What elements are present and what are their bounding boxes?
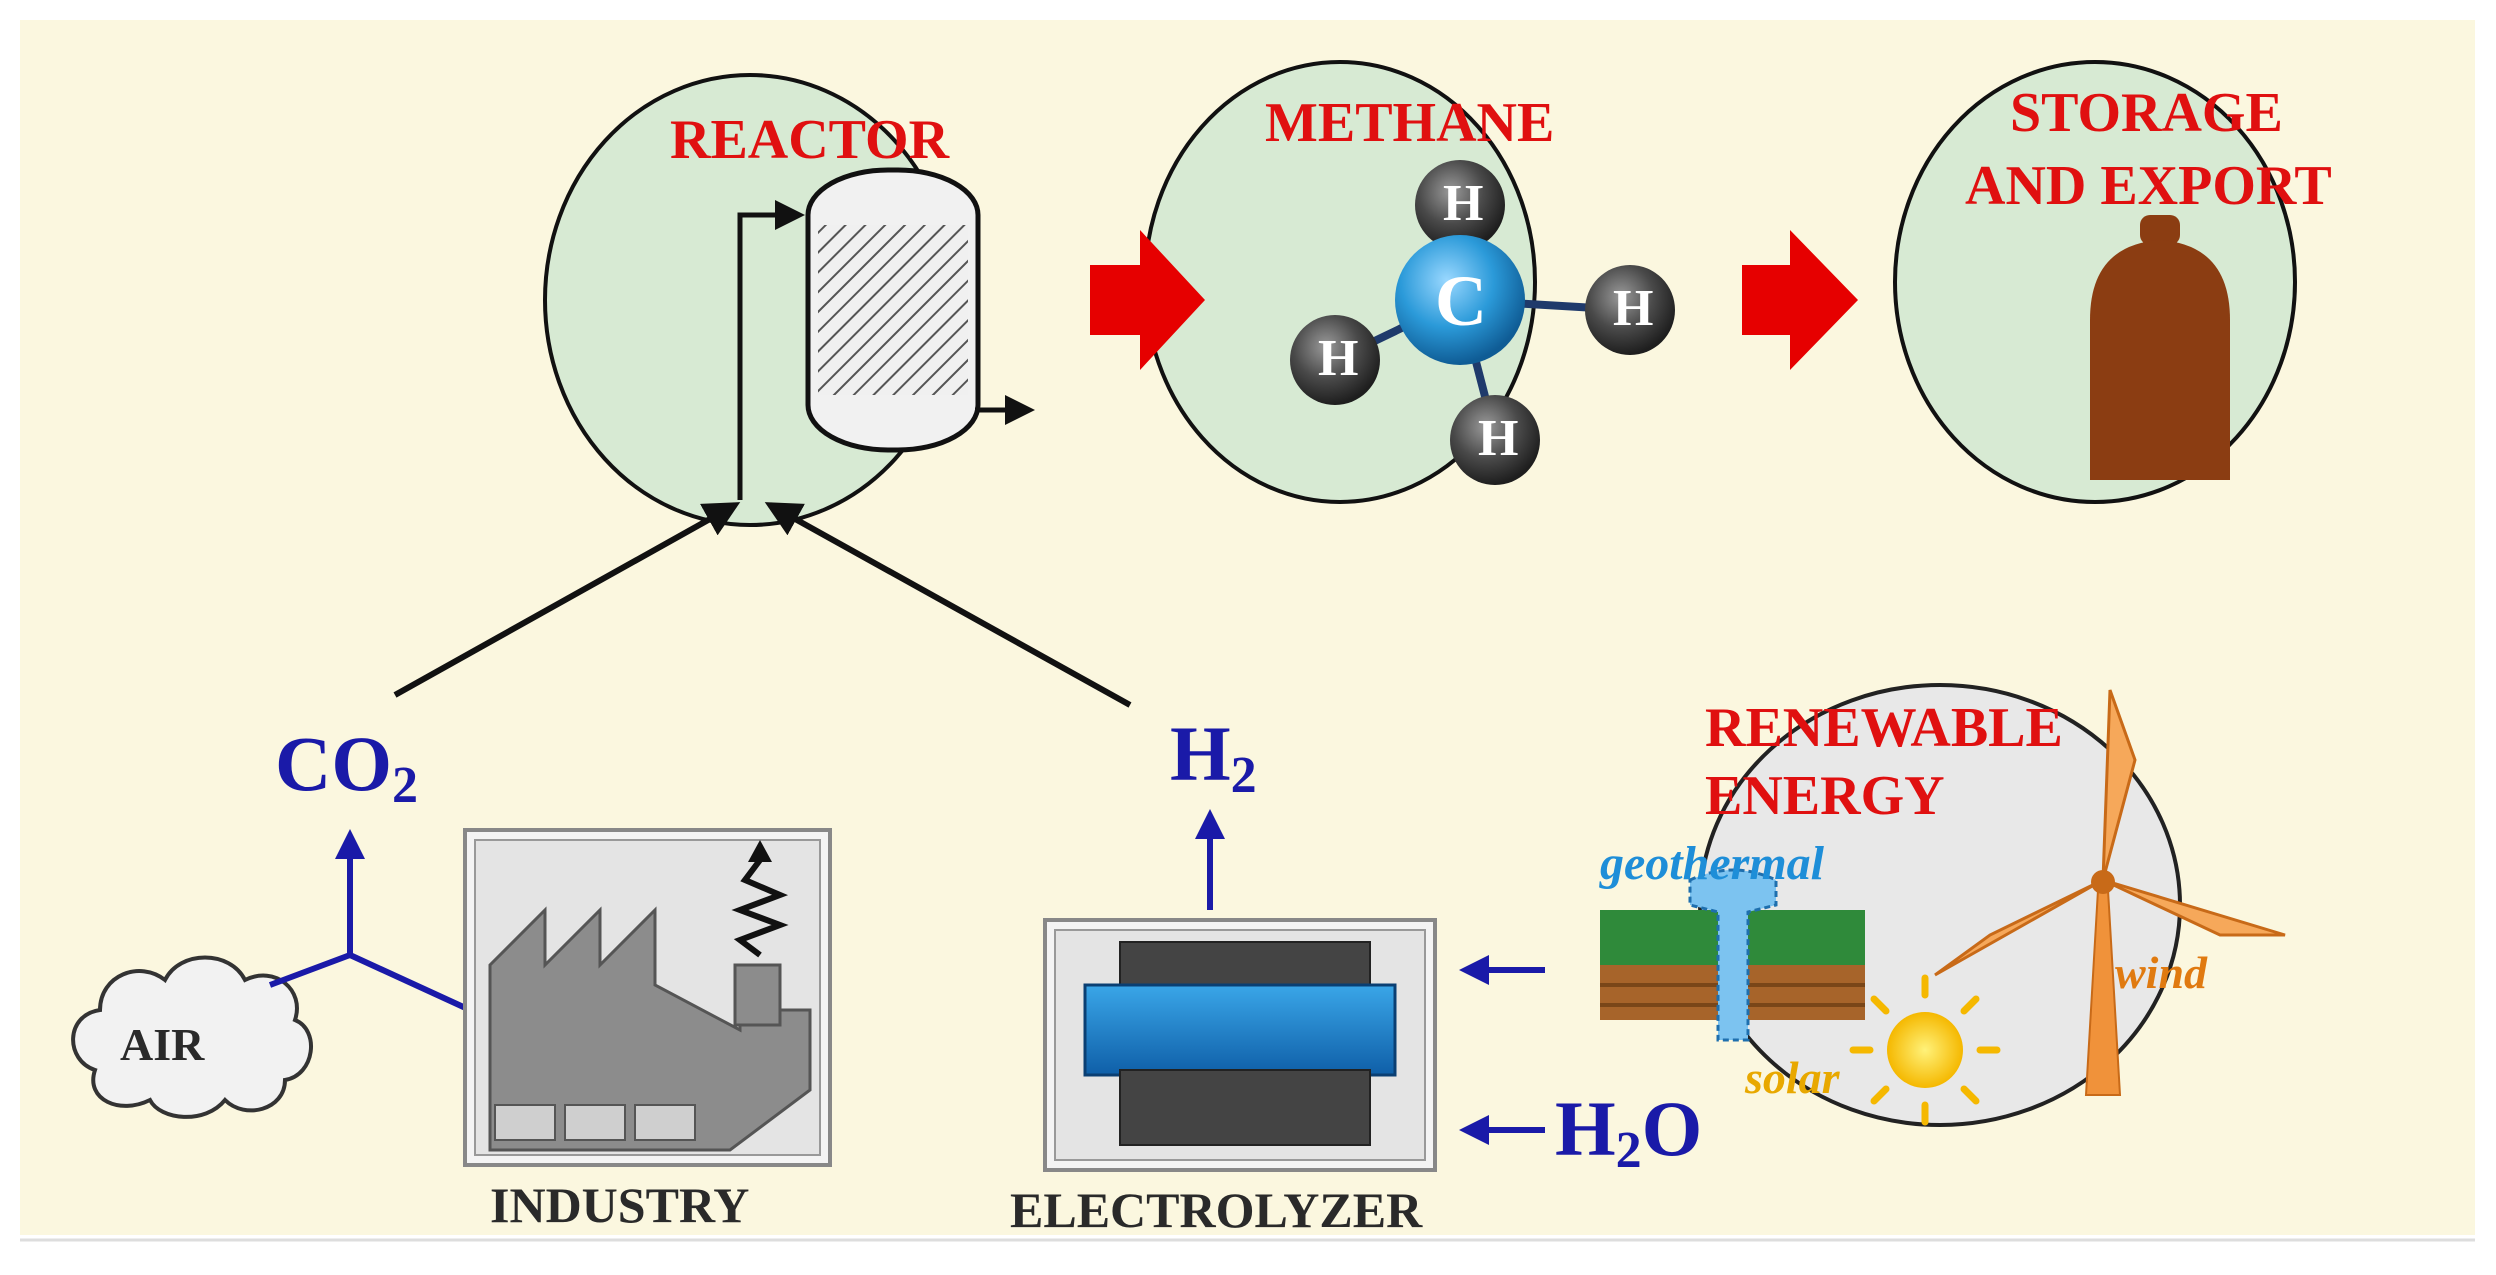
air-label: AIR — [120, 1019, 205, 1070]
methane-molecule-icon — [1290, 160, 1675, 485]
sun-icon — [1849, 974, 2001, 1126]
hydrogen-atom-label-left: H — [1318, 330, 1359, 387]
hydrogen-atom-label-top: H — [1443, 175, 1484, 232]
solar-label: solar — [1745, 1052, 1840, 1103]
geothermal-label: geothermal — [1600, 837, 1824, 890]
h2o-label: H2O — [1555, 1090, 1702, 1177]
methane-to-storage-arrow — [1742, 230, 1858, 370]
co2-source-connector — [268, 829, 472, 1013]
hydrogen-atom-label-right: H — [1613, 280, 1654, 337]
h2o-subscript: 2 — [1615, 1122, 1642, 1179]
industry-factory-icon — [463, 828, 832, 1167]
storage-label-line1: STORAGE — [2010, 82, 2283, 144]
reactor-label: REACTOR — [670, 109, 950, 171]
carbon-atom-label: C — [1435, 261, 1487, 341]
h2-main: H — [1170, 710, 1231, 797]
co2-label: CO2 — [275, 725, 418, 812]
wind-label: wind — [2115, 947, 2208, 998]
electrolyzer-label: ELECTROLYZER — [1010, 1182, 1423, 1238]
co2-to-reactor-arrow — [393, 502, 741, 698]
reactor-vessel-icon — [737, 167, 1035, 500]
h2o-o: O — [1641, 1085, 1703, 1172]
hydrogen-atom-label-bottom: H — [1478, 410, 1519, 467]
storage-label-line2: AND EXPORT — [1965, 155, 2332, 217]
reactor-to-methane-arrow — [1090, 230, 1205, 370]
geothermal-icon — [1600, 868, 1865, 1042]
air-cloud — [71, 955, 313, 1119]
h2o-h: H — [1555, 1085, 1616, 1172]
industry-label: INDUSTRY — [490, 1177, 750, 1233]
h2-to-reactor-arrow — [764, 502, 1132, 708]
gas-cylinder-icon — [2090, 215, 2230, 480]
renewable-label-line1: RENEWABLE — [1705, 697, 2063, 759]
electrolyzer-icon — [1043, 918, 1437, 1172]
h2-subscript: 2 — [1230, 747, 1257, 804]
co2-main: CO — [275, 720, 392, 807]
renewable-label-line2: ENERGY — [1705, 765, 1945, 827]
co2-subscript: 2 — [392, 757, 418, 814]
methane-label: METHANE — [1265, 92, 1555, 154]
h2-label: H2 — [1170, 715, 1257, 802]
wind-turbine-icon — [1934, 689, 2286, 1096]
